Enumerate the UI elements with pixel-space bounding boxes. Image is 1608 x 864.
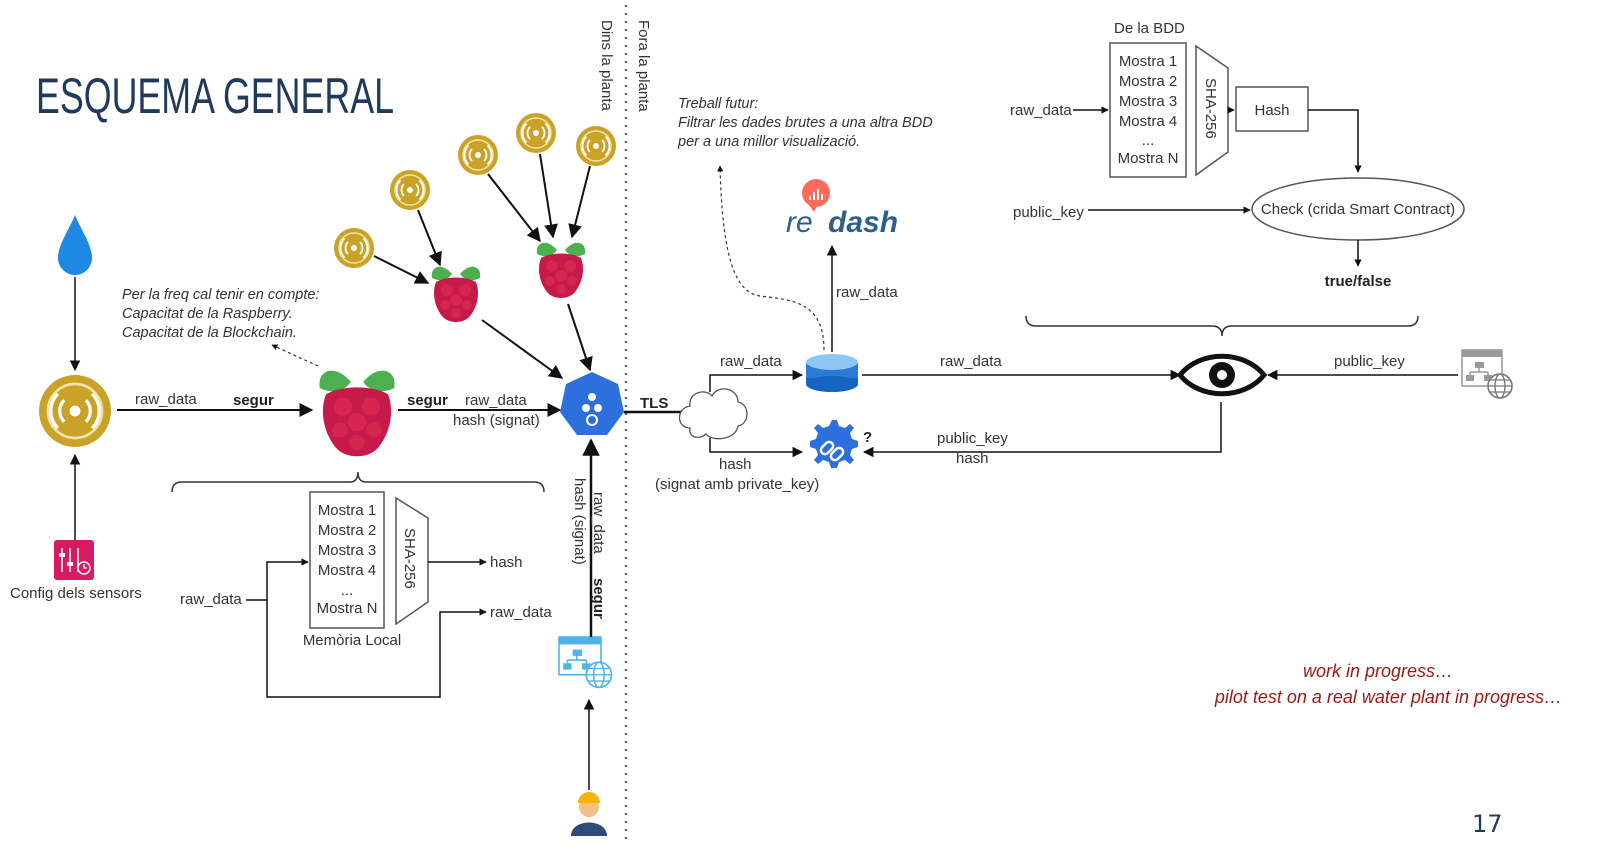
bdd-raw-data-label: raw_data [1010,102,1072,119]
future-note-1: Treball futur: [678,96,758,112]
public-key-label-chain: public_key [937,430,1008,447]
hash-signat-label-1: hash (signat) [453,412,540,429]
raw-data-label-1: raw_data [135,391,197,408]
local-mostra-3: Mostra 3 [318,542,376,559]
bdd-mostra-n: Mostra N [1118,150,1179,167]
blockchain-question-mark: ? [863,429,872,446]
local-mostra-1: Mostra 1 [318,502,376,519]
local-mostra-2: Mostra 2 [318,522,376,539]
check-label: Check (crida Smart Contract) [1261,201,1455,218]
raw-data-label-3: raw_data [720,353,782,370]
local-mostra-4: Mostra 4 [318,562,376,579]
web-app-icon-right [1462,350,1512,398]
raw-data-label-2: raw_data [465,392,527,409]
eye-icon [1180,356,1264,394]
future-note-3: per a una millor visualizació. [677,134,860,150]
page-number: 17 [1472,810,1503,838]
redash-re: re [786,206,813,239]
local-mostra-n: Mostra N [317,600,378,617]
public-key-label-eye: public_key [1334,353,1405,370]
segur-vertical-label: segur [590,578,607,619]
bdd-mostra-ellipsis: ... [1142,132,1155,149]
config-sensors-icon [54,540,94,580]
zone-outside-label: Fora la planta [635,20,652,112]
sensor-icon-3 [390,170,430,210]
freq-note-2: Capacitat de la Raspberry. [122,306,293,322]
raw-data-vertical-label: raw_data [590,492,607,554]
footer-line-1: work in progress… [1303,661,1453,681]
sensor-icon-6 [576,126,616,166]
bdd-mostra-2: Mostra 2 [1119,73,1177,90]
segur-label-2: segur [407,392,448,409]
sha256-label-bdd: SHA-256 [1202,78,1219,139]
raw-data-label-eye: raw_data [940,353,1002,370]
local-hash-label: hash [490,554,523,571]
bdd-mostra-4: Mostra 4 [1119,113,1177,130]
sensor-icon [39,375,111,447]
sensor-icon-5 [516,113,556,153]
water-drop-icon [58,215,92,275]
blockchain-link-icon [810,420,858,468]
bdd-mostra-1: Mostra 1 [1119,53,1177,70]
segur-label-1: segur [233,392,274,409]
freq-note-1: Per la freq cal tenir en compte: [122,287,319,303]
public-key-label-check: public_key [1013,204,1084,221]
config-label: Config dels sensors [10,585,142,602]
zone-inside-label: Dins la planta [598,20,615,112]
hash-label-chain: hash [956,450,989,467]
footer-line-2: pilot test on a real water plant in prog… [1214,687,1562,707]
de-la-bdd-label: De la BDD [1114,20,1185,37]
local-mostra-ellipsis: ... [341,582,354,599]
signat-private-label: (signat amb private_key) [655,476,819,493]
local-raw-data-label: raw_data [180,591,242,608]
bdd-mostra-3: Mostra 3 [1119,93,1177,110]
operator-person-icon [571,792,607,836]
freq-note-3: Capacitat de la Blockchain. [122,325,297,341]
raspberry-pi-icon-main [319,371,394,457]
local-memory-brace [172,472,544,492]
cloud-icon [680,389,748,439]
redash-dash: dash [828,206,898,239]
future-note-2: Filtrar les dades brutes a una altra BDD [678,115,933,131]
page-title: ESQUEMA GENERAL [36,68,394,124]
database-icon [806,354,858,392]
hash-box-label: Hash [1254,102,1289,119]
raspberry-pi-icon-3 [537,243,585,298]
verification-brace [1026,316,1418,336]
hash-signat-vertical-label: hash (signat) [571,478,588,565]
sensor-icon-4 [458,135,498,175]
sensor-icon-2 [334,228,374,268]
raspberry-pi-icon-2 [432,267,480,322]
tls-label: TLS [640,395,668,412]
hash-label-cloud: hash [719,456,752,473]
true-false-label: true/false [1325,273,1392,290]
kubernetes-icon [560,372,624,435]
raw-data-label-redash: raw_data [836,284,898,301]
web-app-icon-left [559,637,612,687]
local-memory-label: Memòria Local [303,632,401,649]
local-raw-data-out-label: raw_data [490,604,552,621]
sha256-label-local: SHA-256 [401,528,418,589]
